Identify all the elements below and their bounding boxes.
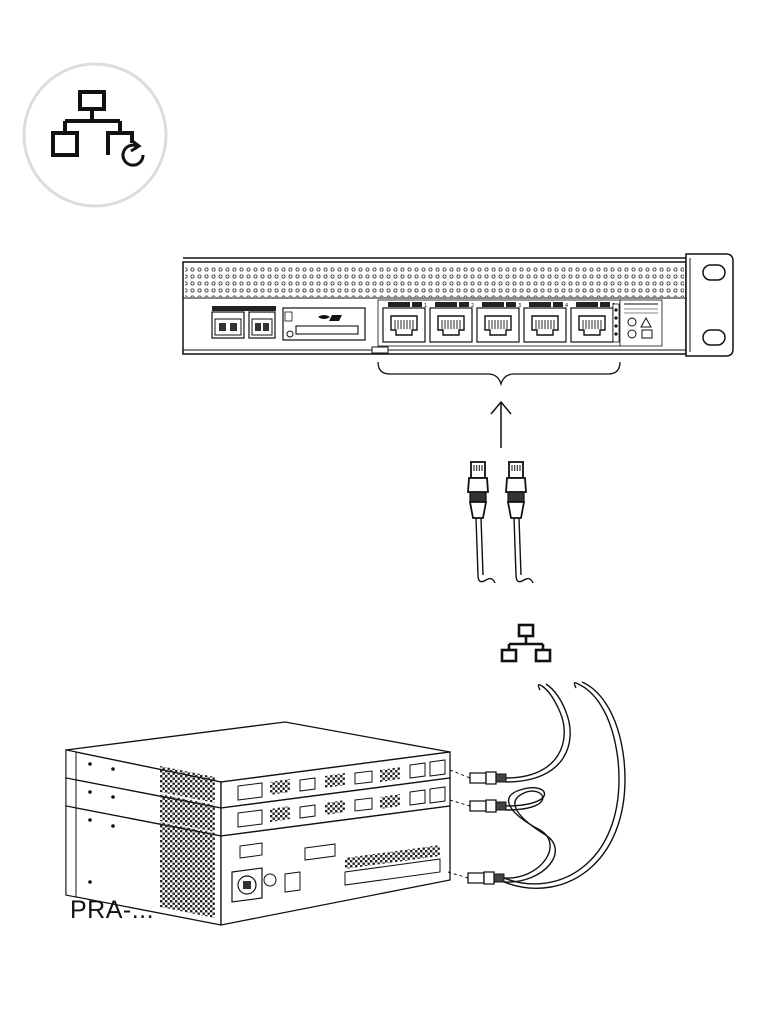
amplifier-unit-2 [65,777,507,837]
amplifier-stack [65,721,507,926]
connection-guides [447,769,471,879]
port-number: 2 [471,303,474,309]
amplifier-unit-3 [65,805,505,926]
port-number: 1 [424,303,427,309]
rack-ear [685,253,734,357]
ethernet-plug-2 [505,461,534,584]
sd-card-slot [282,307,366,341]
port-3: 3 [476,302,521,343]
rack-device: 1 2 3 4 [182,253,734,357]
port-number: 3 [518,303,521,309]
network-refresh-icon [22,62,168,208]
power-connector [211,306,276,339]
port-5: 5 [570,302,615,343]
ethernet-plug-1 [467,461,496,584]
connect-arrow [490,400,512,448]
stack-cables [503,681,626,889]
port-1: 1 [382,302,427,343]
network-icon [500,623,552,663]
device-model-caption: PRA-... [70,896,155,924]
amplifier-unit-1 [65,749,507,809]
port-4: 4 [523,302,568,343]
device-label-panel [612,299,663,347]
ethernet-ports: 1 2 3 4 [377,299,621,347]
vent-holes [185,265,684,297]
port-2: 2 [429,302,474,343]
port-number: 4 [565,303,568,309]
ethernet-cable-plugs [467,461,534,584]
port-group-brace [377,361,621,387]
